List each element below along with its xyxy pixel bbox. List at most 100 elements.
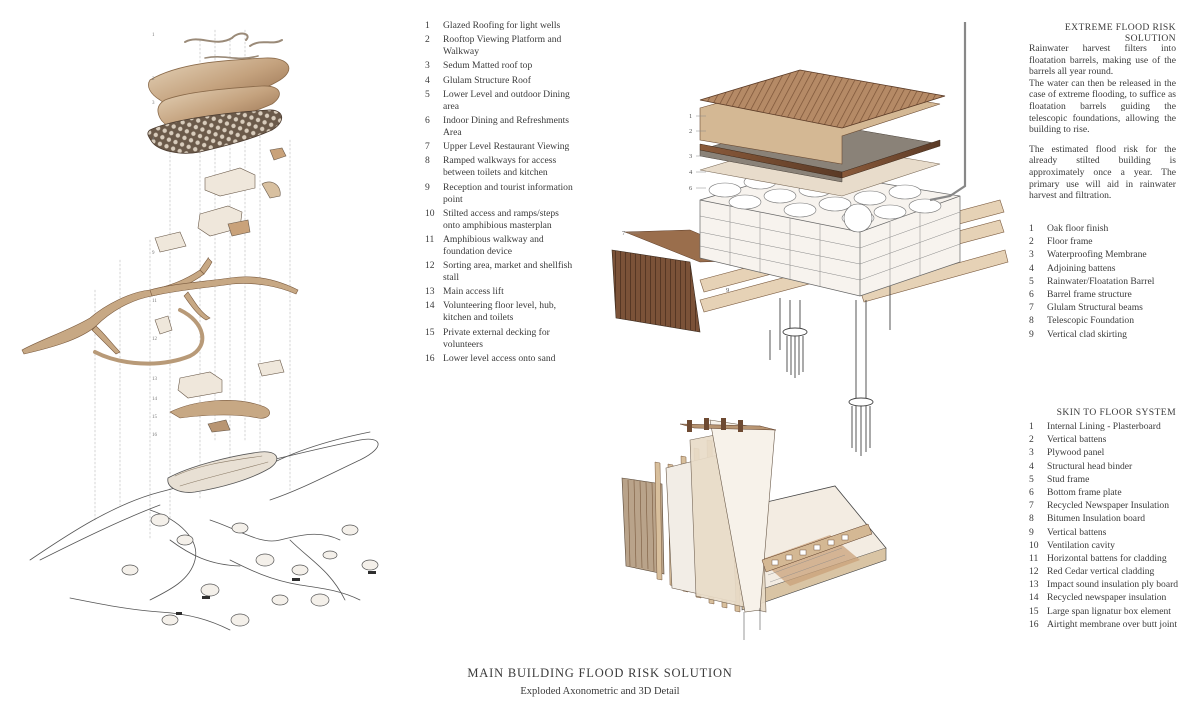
legend-text: Glulam Structure Roof [443,74,531,86]
legend-number: 14 [1029,592,1039,604]
legend-item: 3 Plywood panel [1029,447,1189,459]
legend-text: Glazed Roofing for light wells [443,20,561,31]
legend-item: 1 Internal Lining - Plasterboard [1029,421,1189,433]
legend-number: 11 [1029,552,1039,564]
svg-text:7: 7 [622,230,626,237]
legend-number: 12 [425,260,435,272]
skin-to-floor-detail [621,418,887,640]
legend-number: 5 [1029,275,1034,287]
legend-number: 2 [1029,236,1034,248]
legend-item: 1 Glazed Roofing for light wells [425,20,575,32]
flood-heading-line-1: EXTREME FLOOD RISK [1064,22,1176,33]
legend-number: 4 [1029,262,1034,274]
legend-text: Amphibious walkway and foundation device [443,233,544,257]
legend-text: Sorting area, market and shellfish stall [443,260,573,284]
svg-text:9: 9 [152,251,155,256]
legend-number: 5 [425,88,430,100]
legend-text: Vertical battens [1047,434,1107,446]
legend-text: Recycled newspaper insulation [1047,592,1167,604]
svg-text:3: 3 [152,101,155,106]
legend-number: 15 [1029,605,1039,617]
legend-item: 6 Barrel frame structure [1029,289,1179,301]
legend-item: 14 Recycled newspaper insulation [1029,592,1189,604]
svg-text:14: 14 [152,397,158,402]
legend-number: 1 [1029,421,1034,432]
legend-text: Glulam Structural beams [1047,302,1143,314]
svg-text:1: 1 [689,113,692,120]
skin-heading: SKIN TO FLOOR SYSTEM [1056,407,1176,418]
legend-number: 16 [1029,618,1039,630]
legend-number: 8 [425,155,430,167]
legend-text: Floor frame [1047,236,1093,248]
legend-item: 4 Glulam Structure Roof [425,75,575,87]
legend-item: 2 Floor frame [1029,236,1179,248]
sheet-subtitle: Exploded Axonometric and 3D Detail [520,686,680,697]
svg-text:12: 12 [152,337,158,342]
legend-number: 3 [425,60,430,72]
legend-number: 12 [1029,566,1039,578]
legend-text: Stud frame [1047,473,1090,485]
legend-text: Large span lignatur box element [1047,605,1171,617]
legend-number: 4 [425,74,430,86]
legend-text: Adjoining battens [1047,262,1116,274]
legend-text: Lower level access onto sand [443,352,556,364]
flood-paragraph-2: The water can then be released in the ca… [1029,77,1176,136]
legend-text: Barrel frame structure [1047,288,1132,300]
legend-item: 15 Large span lignatur box element [1029,606,1189,618]
flood-paragraph-3: The estimated flood risk for the already… [1029,143,1176,202]
flood-paragraph-1: Rainwater harvest filters into floatatio… [1029,43,1176,78]
legend-text: Internal Lining - Plasterboard [1047,421,1161,432]
legend-number: 5 [1029,473,1034,485]
legend-number: 8 [1029,513,1034,525]
legend-number: 1 [425,20,430,31]
legend-text: Structural head binder [1047,460,1133,472]
legend-text: Red Cedar vertical cladding [1047,566,1155,578]
svg-text:4: 4 [152,137,155,142]
svg-text:9: 9 [726,287,729,294]
legend-text: Ramped walkways for access between toile… [443,155,557,179]
legend-text: Horizontal battens for cladding [1047,552,1167,564]
legend-number: 8 [1029,315,1034,327]
legend-text: Main access lift [443,286,504,298]
legend-number: 10 [1029,539,1039,551]
svg-text:2: 2 [689,128,692,135]
legend-text: Upper Level Restaurant Viewing [443,141,570,153]
legend-item: 5 Stud frame [1029,474,1189,486]
svg-text:4: 4 [689,169,693,176]
legend-text: Indoor Dining and Refreshments Area [443,114,570,138]
legend-number: 6 [1029,486,1034,498]
legend-text: Vertical battens [1047,526,1107,538]
svg-text:3: 3 [689,153,692,160]
legend-number: 7 [1029,500,1034,512]
legend-text: Lower Level and outdoor Dining area [443,88,570,112]
legend-number: 6 [425,114,430,126]
legend-number: 6 [1029,288,1034,300]
legend-number: 7 [425,141,430,153]
svg-text:1: 1 [152,33,155,38]
legend-item: 12 Red Cedar vertical cladding [1029,566,1189,578]
legend-text: Plywood panel [1047,447,1105,459]
legend-number: 14 [425,300,435,312]
legend-number: 13 [1029,579,1039,591]
legend-number: 3 [1029,447,1034,459]
